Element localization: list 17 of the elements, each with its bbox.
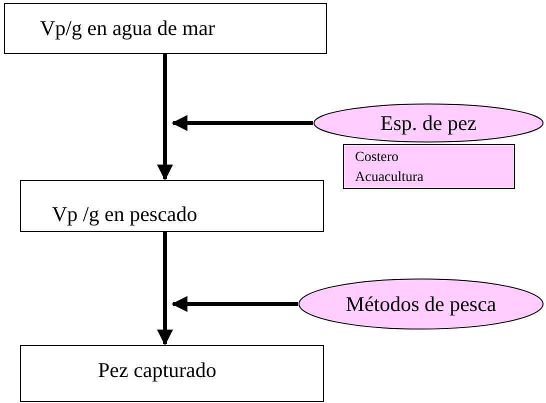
arrow (171, 115, 313, 131)
process-box (20, 180, 324, 232)
result-box (20, 345, 324, 402)
input-ellipse (313, 103, 544, 143)
node-text: Métodos de pesca (346, 292, 496, 316)
node-text: Vp /g en pescado (52, 202, 198, 227)
input-ellipse (298, 278, 544, 330)
arrow (171, 296, 298, 312)
arrow (157, 54, 173, 181)
arrow (157, 232, 173, 346)
node-text: Vp/g en agua de mar (40, 16, 216, 41)
category-box (343, 144, 515, 189)
node-text: Acuacultura (355, 169, 424, 187)
node-text: Esp. de pez (380, 110, 477, 136)
node-text: Pez capturado (98, 358, 218, 383)
process-box (4, 3, 327, 54)
node-text: Costero (355, 149, 400, 167)
